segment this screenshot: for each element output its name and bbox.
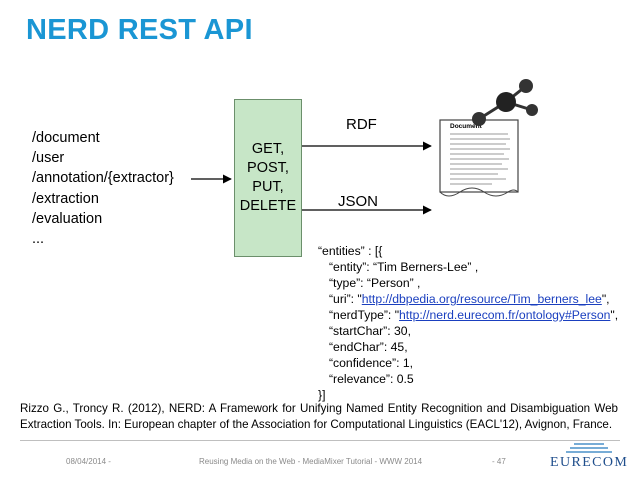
json-line: “uri”: "http://dbpedia.org/resource/Tim_… <box>318 291 618 307</box>
dbpedia-link[interactable]: http://dbpedia.org/resource/Tim_berners_… <box>361 292 602 306</box>
json-line: “endChar”: 45, <box>329 340 408 354</box>
method-label: PUT, <box>252 179 284 195</box>
json-key: “uri”: " <box>329 292 362 306</box>
json-line: “startChar”: 30, <box>329 324 411 338</box>
footer-title: Reusing Media on the Web - MediaMixer Tu… <box>199 457 423 466</box>
json-line: “entity”: “Tim Berners-Lee” , <box>329 260 479 274</box>
json-line: }] <box>318 388 326 402</box>
endpoint-item: /extraction <box>32 190 99 207</box>
endpoint-item: /document <box>32 130 100 146</box>
endpoint-item: /evaluation <box>32 210 103 227</box>
footer-divider <box>20 440 620 441</box>
json-example: “entities” : [{ “entity”: “Tim Berners-L… <box>318 243 618 403</box>
svg-text:Document: Document <box>450 123 483 130</box>
json-line: “type”: “Person” , <box>329 276 421 290</box>
method-label: POST, <box>247 160 289 176</box>
json-punct: ", <box>610 308 619 322</box>
endpoint-item: /annotation/{extractor} <box>32 170 174 187</box>
footer-date: 08/04/2014 - <box>66 457 111 466</box>
method-label: GET, <box>251 141 285 157</box>
json-line: “confidence”: 1, <box>329 356 414 370</box>
rdf-label: RDF <box>346 116 377 133</box>
json-line: “entities” : [{ <box>318 244 383 258</box>
endpoint-list: /document /user /annotation/{extractor} … <box>32 128 174 249</box>
slide-title: NERD REST API <box>26 14 253 46</box>
nerd-ontology-link[interactable]: http://nerd.eurecom.fr/ontology#Person <box>399 308 611 322</box>
json-line: “nerdType”: "http://nerd.eurecom.fr/onto… <box>318 307 618 323</box>
json-line: “relevance”: 0.5 <box>329 372 414 386</box>
json-key: “nerdType”: " <box>329 308 400 322</box>
footer-page-number: - 47 <box>492 457 506 466</box>
eurecom-logo: EURECOM <box>550 455 629 470</box>
json-label: JSON <box>338 193 379 210</box>
eurecom-logo-mark-icon <box>566 443 612 453</box>
json-punct: ", <box>601 292 610 306</box>
method-label: DELETE <box>239 198 297 214</box>
endpoint-item: ... <box>32 231 45 248</box>
citation: Rizzo G., Troncy R. (2012), NERD: A Fram… <box>20 402 618 431</box>
endpoint-item: /user <box>32 150 65 167</box>
http-methods-box: GET, POST, PUT, DELETE <box>234 99 302 257</box>
document-network-icon: Document <box>439 79 538 197</box>
